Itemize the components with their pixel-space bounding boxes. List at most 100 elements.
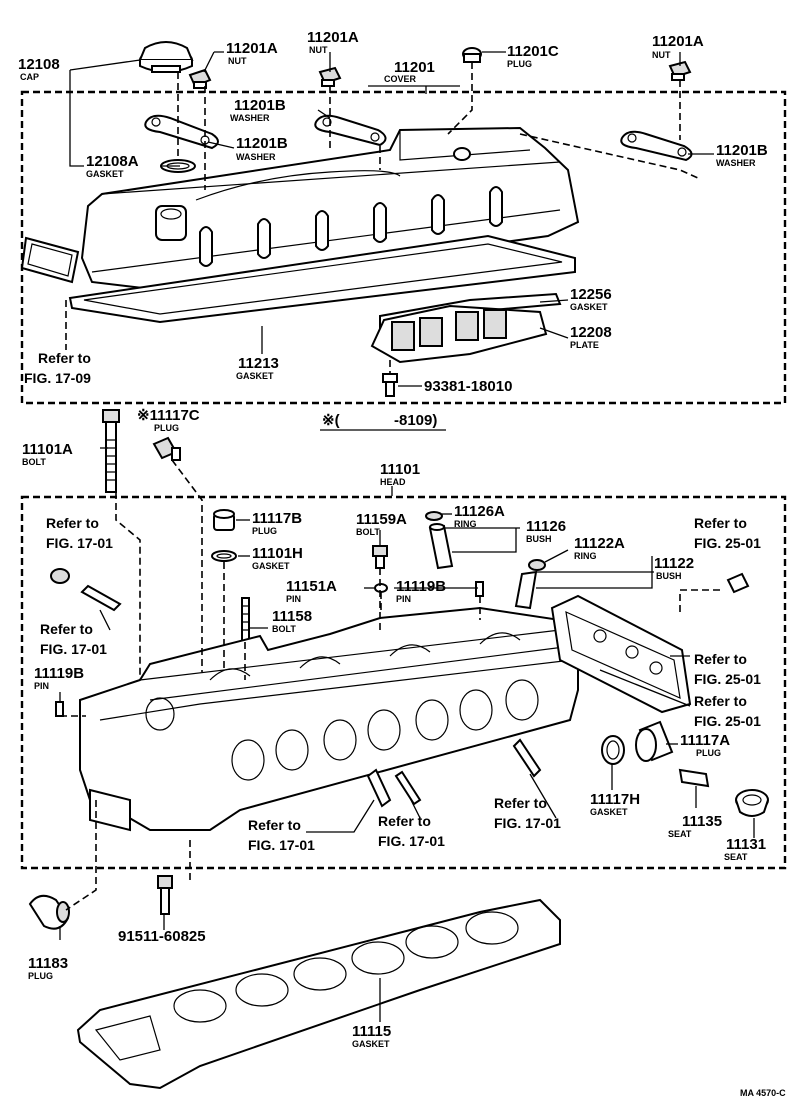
note-value: -8109) bbox=[394, 412, 437, 429]
gasket-11101h-drawing bbox=[211, 550, 237, 562]
refer-fig-1709: FIG. 17-09 bbox=[24, 370, 91, 386]
seat-11135-name: SEAT bbox=[668, 829, 692, 839]
valve-cover-drawing bbox=[80, 126, 580, 292]
pin-11119b-top-drawing bbox=[475, 581, 484, 597]
bush-11126-drawing bbox=[428, 523, 454, 570]
nut-right-name: NUT bbox=[652, 50, 671, 60]
stud-drawing-bottom-1 bbox=[366, 768, 392, 808]
seat-11131-number: 11131 bbox=[726, 836, 766, 853]
ring-11122a-drawing bbox=[528, 559, 546, 571]
leader-lines bbox=[59, 51, 755, 1022]
note-prefix: ※( bbox=[322, 412, 340, 429]
gasket-11115-name: GASKET bbox=[352, 1039, 390, 1049]
gasket-cap-name: GASKET bbox=[86, 169, 124, 179]
refer-label-1701e: Refer to bbox=[248, 817, 301, 833]
gasket-plate-number: 12256 bbox=[570, 286, 612, 303]
bolt-11158-number: 11158 bbox=[272, 608, 312, 625]
seat-11135-drawing bbox=[678, 768, 710, 788]
stud-drawing-right bbox=[726, 572, 750, 594]
pin-11119b-left-name: PIN bbox=[34, 681, 49, 691]
plug-11183-name: PLUG bbox=[28, 971, 53, 981]
plug-11117a-drawing bbox=[635, 720, 674, 762]
washer-drawing-right bbox=[620, 130, 693, 162]
bolt-11158-name: BOLT bbox=[272, 624, 296, 634]
seat-11131-drawing bbox=[735, 789, 769, 817]
bolt-91511-drawing bbox=[157, 875, 173, 915]
gasket-11101h-name: GASKET bbox=[252, 561, 290, 571]
refer-fig-1701c: FIG. 17-01 bbox=[494, 815, 561, 831]
plug-11117c-number: ※11117C bbox=[137, 407, 200, 424]
refer-label-1709: Refer to bbox=[38, 350, 91, 366]
plug-11117a-number: 11117A bbox=[680, 732, 730, 749]
bolt-11159a-number: 11159A bbox=[356, 511, 407, 528]
refer-fig-1701d: FIG. 17-01 bbox=[378, 833, 445, 849]
pin-11119b-top-number: 11119B bbox=[396, 578, 446, 595]
gasket-11117h-drawing bbox=[601, 735, 625, 765]
washer-drawing-top bbox=[314, 114, 387, 147]
gasket-cover-number: 11213 bbox=[238, 355, 279, 372]
bolt-head-name: BOLT bbox=[22, 457, 46, 467]
bush-11122-drawing bbox=[514, 570, 538, 610]
cover-side-gasket-drawing bbox=[20, 236, 80, 284]
refer-fig-2501b: FIG. 25-01 bbox=[694, 671, 761, 687]
plate-bolt-drawing bbox=[382, 373, 398, 397]
plug-11117b-name: PLUG bbox=[252, 526, 277, 536]
washer-top-name: WASHER bbox=[230, 113, 270, 123]
footer-code: MA 4570-C bbox=[740, 1088, 786, 1098]
head-gasket-drawing bbox=[76, 898, 561, 1090]
seat-11135-number: 11135 bbox=[682, 813, 722, 830]
cap-drawing bbox=[138, 41, 194, 73]
cover-number: 11201 bbox=[394, 59, 435, 76]
washer-left-number: 11201B bbox=[236, 135, 288, 152]
ring-11126a-name: RING bbox=[454, 519, 477, 529]
refer-label-2501c: Refer to bbox=[694, 693, 747, 709]
pin-11151a-drawing bbox=[374, 583, 388, 593]
bolt-91511-number: 91511-60825 bbox=[118, 928, 206, 945]
ring-11122a-name: RING bbox=[574, 551, 597, 561]
nut-mid-name: NUT bbox=[309, 45, 328, 55]
head-assembly-box bbox=[20, 495, 787, 870]
nut-cap-number: 11201A bbox=[226, 40, 278, 57]
pin-11151a-number: 11151A bbox=[286, 578, 337, 595]
cap-number: 12108 bbox=[18, 56, 60, 73]
head-name: HEAD bbox=[380, 477, 406, 487]
applicability-note: ※( -8109) bbox=[320, 412, 446, 431]
bolt-11159a-name: BOLT bbox=[356, 527, 380, 537]
plate-name: PLATE bbox=[570, 340, 599, 350]
plug-cover-drawing bbox=[462, 47, 482, 63]
washer-drawing-left bbox=[144, 114, 219, 150]
bolt-plate-number: 93381-18010 bbox=[424, 378, 512, 395]
pin-11119b-left-number: 11119B bbox=[34, 665, 84, 682]
pin-11151a-name: PIN bbox=[286, 594, 301, 604]
plug-cover-number: 11201C bbox=[507, 43, 559, 60]
washer-left-name: WASHER bbox=[236, 152, 276, 162]
refer-fig-2501a: FIG. 25-01 bbox=[694, 535, 761, 551]
pin-11119b-top-name: PIN bbox=[396, 594, 411, 604]
cylinder-head-drawing bbox=[79, 606, 579, 832]
ring-11126a-drawing bbox=[425, 511, 443, 521]
gasket-cover-name: GASKET bbox=[236, 371, 274, 381]
washer-right-name: WASHER bbox=[716, 158, 756, 168]
dashed-assembly-lines bbox=[60, 62, 720, 911]
refer-label-2501b: Refer to bbox=[694, 651, 747, 667]
washer-top-number: 11201B bbox=[234, 97, 286, 114]
gasket-11101h-number: 11101H bbox=[252, 545, 303, 562]
gasket-cap-number: 12108A bbox=[86, 153, 139, 170]
refer-label-1701b: Refer to bbox=[40, 621, 93, 637]
gasket-plate-name: GASKET bbox=[570, 302, 608, 312]
bolt-head-number: 11101A bbox=[22, 441, 73, 458]
plug-11183-number: 11183 bbox=[28, 955, 68, 972]
bush-11126-name: BUSH bbox=[526, 534, 552, 544]
plate-drawing bbox=[370, 304, 548, 364]
refer-label-1701c: Refer to bbox=[494, 795, 547, 811]
nut-drawing-1 bbox=[188, 68, 212, 89]
pin-11119b-left-drawing bbox=[55, 701, 64, 717]
ring-11122a-number: 11122A bbox=[574, 535, 625, 552]
plug-11117c-name: PLUG bbox=[154, 423, 179, 433]
gasket-11115-number: 11115 bbox=[352, 1023, 391, 1040]
refer-label-1701a: Refer to bbox=[46, 515, 99, 531]
bush-11126-number: 11126 bbox=[526, 518, 566, 535]
cap-name: CAP bbox=[20, 72, 39, 82]
refer-fig-2501c: FIG. 25-01 bbox=[694, 713, 761, 729]
plate-number: 12208 bbox=[570, 324, 612, 341]
